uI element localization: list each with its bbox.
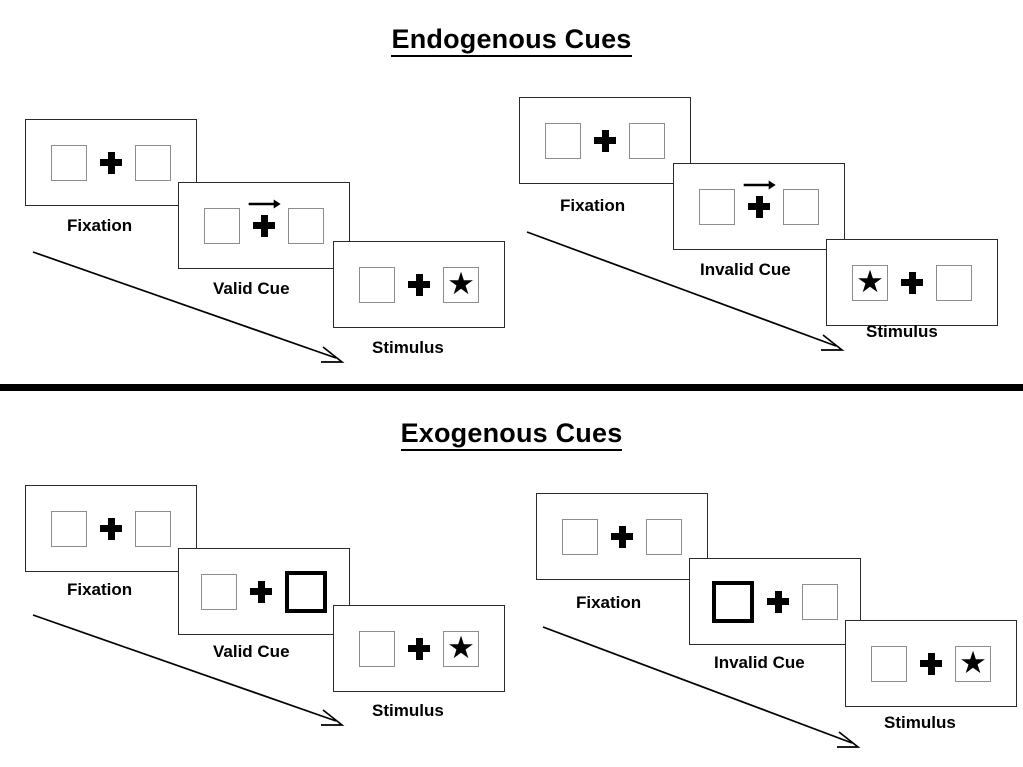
display-row xyxy=(51,144,171,181)
fixation-cross-icon xyxy=(920,652,942,675)
placeholder-box-right xyxy=(629,122,665,159)
display-row xyxy=(699,180,819,225)
placeholder-box-left xyxy=(359,266,395,303)
flow-arrow-exogenous-invalid-icon xyxy=(542,626,861,748)
placeholder-box-right-target: ★ xyxy=(443,266,479,303)
stimulus-frame-endogenous-valid-cue xyxy=(178,182,350,269)
stimulus-frame-endogenous-invalid-cue xyxy=(673,163,845,250)
placeholder-box-left xyxy=(545,122,581,159)
star-icon: ★ xyxy=(959,645,987,680)
fixation-cross-icon xyxy=(248,199,281,237)
placeholder-box-right-target: ★ xyxy=(443,630,479,667)
placeholder-box-left xyxy=(871,645,907,682)
flow-arrow-endogenous-invalid-icon xyxy=(526,231,845,351)
caption-endogenous-valid-cue: Valid Cue xyxy=(213,279,290,298)
fixation-cross-icon xyxy=(100,151,122,174)
caption-endogenous-invalid-cue: Invalid Cue xyxy=(700,260,791,279)
display-row: ★ xyxy=(359,266,479,303)
section-title-exogenous-text: Exogenous Cues xyxy=(400,418,623,451)
stimulus-frame-exogenous-valid-stimulus: ★ xyxy=(333,605,505,692)
fixation-cross-icon xyxy=(250,580,272,603)
fixation-cross-icon xyxy=(611,525,633,548)
caption-exogenous-invalid-stimulus: Stimulus xyxy=(884,713,956,732)
flow-arrow-exogenous-valid-icon xyxy=(32,614,345,726)
fixation-cross-icon xyxy=(594,129,616,152)
placeholder-box-left-cued xyxy=(712,580,754,623)
fixation-cross-icon xyxy=(767,590,789,613)
placeholder-box-left xyxy=(562,518,598,555)
placeholder-box-right xyxy=(135,510,171,547)
stimulus-frame-exogenous-valid-fixation xyxy=(25,485,197,572)
star-icon: ★ xyxy=(856,264,884,299)
placeholder-box-left-target: ★ xyxy=(852,264,888,301)
placeholder-box-right xyxy=(783,188,819,225)
placeholder-box-right xyxy=(936,264,972,301)
placeholder-box-left xyxy=(51,510,87,547)
stimulus-frame-endogenous-invalid-stimulus: ★ xyxy=(826,239,998,326)
display-row xyxy=(204,199,324,244)
caption-exogenous-invalid-fixation: Fixation xyxy=(576,593,642,612)
flow-arrow-endogenous-valid-icon xyxy=(32,251,345,363)
caption-exogenous-invalid-cue: Invalid Cue xyxy=(714,653,805,672)
stimulus-frame-endogenous-invalid-fixation xyxy=(519,97,691,184)
fixation-cross-icon xyxy=(408,273,430,296)
fixation-cross-icon xyxy=(100,517,122,540)
display-row xyxy=(201,570,327,613)
fixation-cross-icon xyxy=(901,271,923,294)
fixation-cross-icon xyxy=(743,180,776,218)
star-icon: ★ xyxy=(447,630,475,665)
arrow-right-icon xyxy=(743,180,776,189)
display-row: ★ xyxy=(871,645,991,682)
placeholder-box-left xyxy=(201,573,237,610)
placeholder-box-left xyxy=(51,144,87,181)
section-title-endogenous: Endogenous Cues xyxy=(0,24,1023,57)
display-row xyxy=(712,580,838,623)
fixation-cross-icon xyxy=(408,637,430,660)
placeholder-box-right-target: ★ xyxy=(955,645,991,682)
display-row xyxy=(545,122,665,159)
stimulus-frame-endogenous-valid-fixation xyxy=(25,119,197,206)
section-title-exogenous: Exogenous Cues xyxy=(0,418,1023,451)
placeholder-box-right-cued xyxy=(285,570,327,613)
section-title-endogenous-text: Endogenous Cues xyxy=(391,24,632,57)
arrow-right-icon xyxy=(248,199,281,208)
placeholder-box-right xyxy=(802,583,838,620)
caption-endogenous-invalid-stimulus: Stimulus xyxy=(866,322,938,341)
caption-endogenous-valid-fixation: Fixation xyxy=(67,216,133,235)
stimulus-frame-exogenous-invalid-cue xyxy=(689,558,861,645)
display-row xyxy=(51,510,171,547)
caption-exogenous-valid-stimulus: Stimulus xyxy=(372,701,444,720)
placeholder-box-left xyxy=(359,630,395,667)
placeholder-box-left xyxy=(699,188,735,225)
caption-exogenous-valid-fixation: Fixation xyxy=(67,580,133,599)
display-row: ★ xyxy=(852,264,972,301)
stimulus-frame-exogenous-invalid-stimulus: ★ xyxy=(845,620,1017,707)
stimulus-frame-exogenous-invalid-fixation xyxy=(536,493,708,580)
placeholder-box-right xyxy=(135,144,171,181)
stimulus-frame-exogenous-valid-cue xyxy=(178,548,350,635)
star-icon: ★ xyxy=(447,266,475,301)
display-row: ★ xyxy=(359,630,479,667)
section-divider xyxy=(0,384,1023,391)
caption-exogenous-valid-cue: Valid Cue xyxy=(213,642,290,661)
placeholder-box-left xyxy=(204,207,240,244)
stimulus-frame-endogenous-valid-stimulus: ★ xyxy=(333,241,505,328)
caption-endogenous-invalid-fixation: Fixation xyxy=(560,196,626,215)
caption-endogenous-valid-stimulus: Stimulus xyxy=(372,338,444,357)
placeholder-box-right xyxy=(288,207,324,244)
placeholder-box-right xyxy=(646,518,682,555)
display-row xyxy=(562,518,682,555)
